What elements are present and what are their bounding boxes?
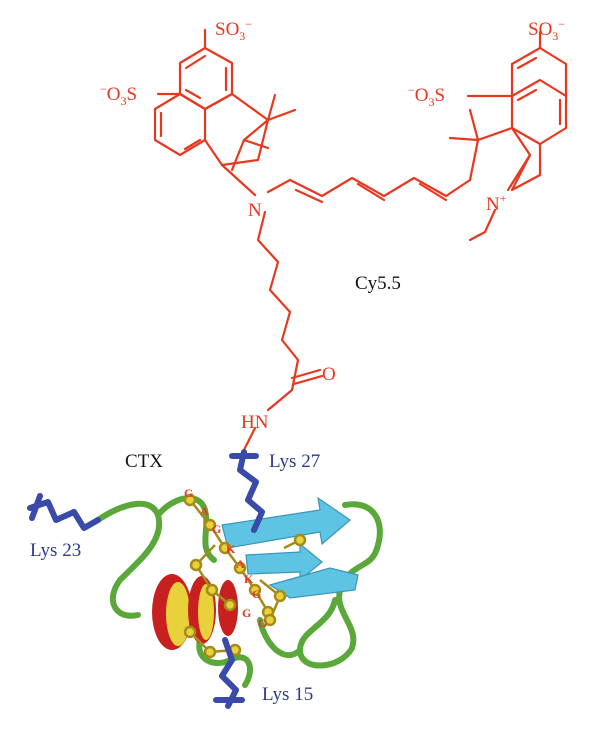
beta-strand-middle [245, 542, 323, 582]
left-sulfonate-bonds [156, 28, 207, 96]
sulfonate-top-left-label: SO3− [215, 17, 252, 43]
atom [203, 518, 217, 532]
left-gem-dimethyl [230, 93, 297, 172]
residue-letter: G [184, 486, 193, 500]
helix-inner [166, 582, 190, 646]
dye-atom-labels: SO3− −O3S N SO3− −O3S N+ O HN [100, 17, 565, 433]
atom [205, 583, 219, 597]
nitrogen-left-label: N [248, 200, 262, 221]
atom [273, 589, 287, 603]
atom [263, 613, 277, 627]
lys15-chain [213, 637, 245, 709]
residue-letter: G [258, 616, 267, 630]
helix-middle-inner [198, 584, 214, 640]
loop-top [155, 495, 217, 563]
carbonyl-bond [290, 368, 324, 386]
atom [218, 541, 232, 555]
atom [223, 598, 237, 612]
lys27-label: Lys 27 [269, 451, 320, 472]
nitrogen-right-label: N+ [486, 191, 507, 215]
polymethine-bridge [288, 176, 472, 198]
lys15-label: Lys 15 [262, 684, 313, 705]
atom [183, 493, 197, 507]
lysine-side-chains [27, 449, 265, 709]
atom [293, 533, 307, 547]
sulfonate-right-label: −O3S [408, 83, 445, 109]
n-ethyl-bond [468, 208, 497, 242]
left-indoline-ring [203, 92, 270, 167]
left-lower-ring-double [159, 111, 202, 151]
residue-letter: G [252, 587, 261, 601]
beta-strand-lower [268, 567, 359, 599]
nh-to-lysine-bond [242, 426, 257, 452]
beta-strand-upper [221, 496, 351, 549]
atom [233, 561, 247, 575]
carbonyl-o-label: O [322, 364, 336, 385]
residue-letter: A [200, 504, 209, 518]
left-n-bonds [220, 163, 292, 197]
ctx-beta-strands [221, 496, 359, 599]
left-lower-ring [153, 92, 207, 157]
right-sulfonate-bonds [466, 30, 542, 98]
amide-hn-label: HN [241, 412, 269, 433]
right-lower-ring [510, 78, 568, 146]
residue-letter: G [242, 606, 251, 620]
right-gem-dimethyl [448, 108, 480, 142]
loop-right [297, 501, 383, 669]
right-upper-ring [510, 46, 568, 98]
right-lower-ring-double [516, 88, 562, 126]
ctx-disulfides [183, 493, 307, 659]
atom [248, 583, 262, 597]
sulfonate-left-label: −O3S [100, 82, 137, 108]
left-upper-ring-double [184, 54, 228, 100]
polymethine-double [294, 182, 448, 204]
lys23-chain [27, 493, 101, 531]
residue-letter: K [226, 542, 236, 556]
right-indoline-ring [468, 126, 532, 192]
lys27-chain [229, 449, 265, 533]
amide-nh-bond [266, 388, 294, 412]
residue-letter: K [244, 572, 254, 586]
atom [189, 558, 203, 572]
linker-chain [256, 210, 300, 392]
right-upper-ring-double [516, 56, 538, 70]
sulfonate-top-right-label: SO3− [528, 17, 565, 43]
atom [183, 625, 197, 639]
ctx-alpha-helix [152, 574, 238, 650]
cy55-label: Cy5.5 [355, 273, 401, 294]
cy55-dye-structure [153, 28, 568, 452]
right-benzo-ring [510, 142, 542, 192]
residue-letters: G A G K A K G G G [184, 486, 267, 630]
residue-letter: G [212, 522, 221, 536]
atom [203, 645, 217, 659]
ctx-label: CTX [125, 451, 163, 472]
loop-left [95, 500, 163, 619]
residue-letter: A [236, 557, 245, 571]
lys23-label: Lys 23 [30, 540, 81, 561]
